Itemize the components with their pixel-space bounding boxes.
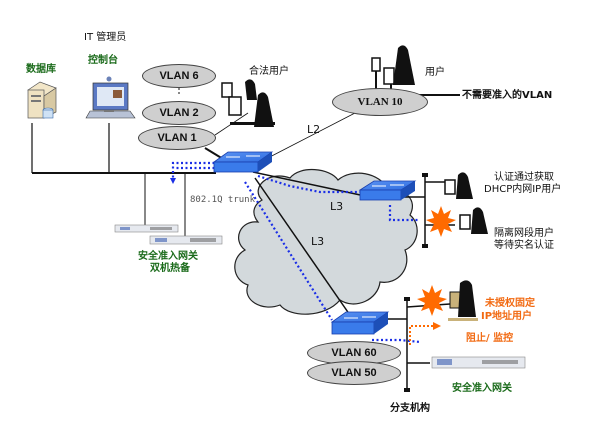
isolated-user-label-1: 隔离网段用户: [494, 228, 554, 239]
unauthorized-user-label-1: 未授权固定: [485, 298, 535, 309]
gateway-appliance-icon: [431, 356, 526, 369]
workstation-icon: [85, 76, 136, 119]
trunk-arrow-icon: [170, 178, 176, 184]
vlan-50: VLAN 50: [307, 361, 401, 385]
vlan-10: VLAN 10: [332, 88, 428, 116]
ha-gateway-label-2: 双机热备: [150, 263, 190, 274]
vlan-label: VLAN 50: [331, 367, 377, 379]
vlan-1: VLAN 1: [138, 126, 216, 150]
l2-link-label: L2: [307, 123, 321, 136]
explosion-icon: [417, 285, 447, 316]
trunk-label: 802.1Q trunk: [190, 195, 256, 205]
vlan-6: VLAN 6: [142, 64, 216, 88]
block-monitor-label: 阻止/ 监控: [466, 333, 514, 344]
branch-office-label: 分支机构: [390, 403, 430, 414]
trunk-dotted-paths: [171, 161, 421, 344]
gateway-appliance-icon: [114, 224, 179, 233]
user-vlan10-icon: [371, 45, 415, 92]
vlan10-user-label: 用户: [425, 67, 445, 78]
auth-user-label-1: 认证通过获取: [494, 172, 554, 183]
gateway-appliance-icon: [149, 235, 223, 245]
unauthorized-user-label-2: IP地址用户: [481, 311, 533, 322]
remote-switch-icon: [358, 180, 417, 201]
vlan-label: VLAN 10: [357, 96, 403, 108]
l3-remote-link-label: L3: [330, 200, 344, 213]
no-access-vlan-note: 不需要准入的VLAN: [462, 90, 553, 101]
ha-gateway-label-1: 安全准入网关: [138, 251, 198, 262]
vlan-label: VLAN 2: [159, 107, 199, 119]
hq-backbone: [31, 123, 216, 236]
vlan-label: VLAN 1: [157, 132, 197, 144]
database-label: 数据库: [26, 64, 56, 75]
block-arrow: [409, 322, 441, 345]
core-switch-icon: [212, 151, 274, 173]
vlan-2: VLAN 2: [142, 101, 216, 125]
branch-switch-icon: [330, 311, 390, 335]
branch-gateway-label: 安全准入网关: [452, 383, 512, 394]
auth-user-icon: [444, 172, 473, 199]
auth-user-label-2: DHCP内网IP用户: [484, 184, 562, 195]
explosion-icon: [426, 206, 456, 237]
isolated-user-icon: [459, 207, 488, 234]
vlan-label: VLAN 6: [159, 70, 199, 82]
unauthorized-user-icon: [448, 280, 478, 321]
vlan-label: VLAN 60: [331, 347, 377, 359]
it-admin-label: IT 管理员: [84, 32, 127, 43]
isolated-user-label-2: 等待实名认证: [494, 240, 554, 251]
legit-users-icon: [221, 79, 275, 127]
console-label: 控制台: [88, 55, 118, 66]
legit-users-label: 合法用户: [249, 66, 289, 77]
wan-cloud-icon: [234, 169, 418, 315]
server-icon: [27, 81, 57, 119]
l3-branch-link-label: L3: [311, 235, 325, 248]
